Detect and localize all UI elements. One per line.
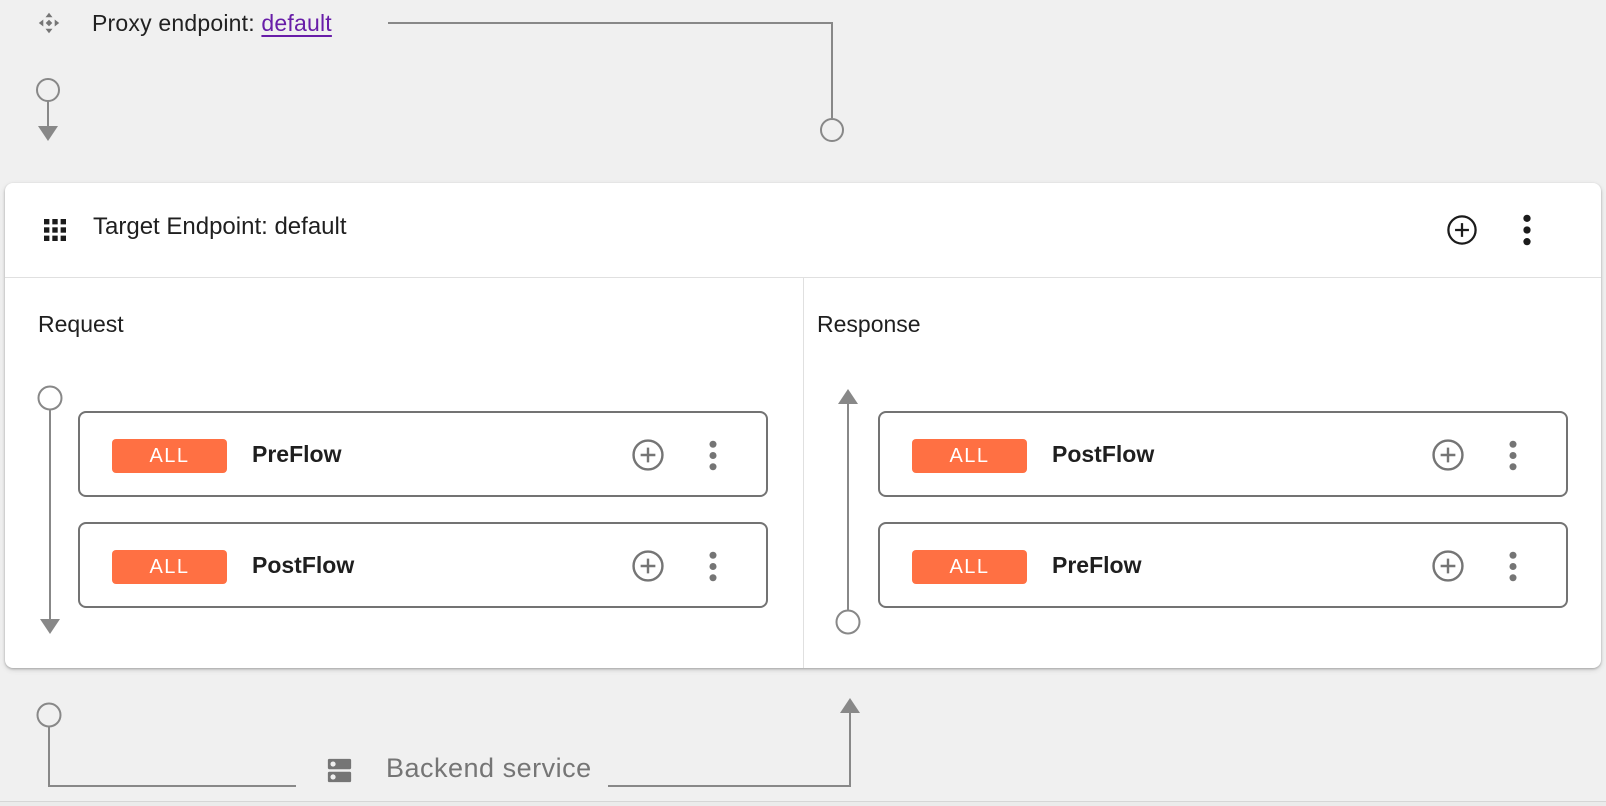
flow-name: PreFlow — [252, 441, 342, 467]
condition-badge: ALL — [912, 439, 1027, 473]
flow-card-response-preflow[interactable]: ALL PreFlow — [878, 522, 1568, 608]
flow-card-response-postflow[interactable]: ALL PostFlow — [878, 411, 1568, 497]
target-endpoint-panel: Target Endpoint: default Request Respons… — [5, 183, 1601, 668]
backend-service-icon — [327, 758, 352, 783]
flow-menu-button[interactable] — [1507, 440, 1519, 471]
proxy-endpoint-icon — [38, 12, 60, 34]
request-response-divider — [803, 277, 804, 668]
add-policy-button[interactable] — [631, 549, 665, 583]
add-flow-button[interactable] — [1446, 214, 1478, 246]
proxy-endpoint-default-link[interactable]: default — [261, 10, 332, 36]
bottom-divider — [0, 801, 1606, 802]
request-column-label: Request — [38, 311, 124, 337]
target-endpoint-title: Target Endpoint: default — [93, 213, 347, 240]
response-column-label: Response — [817, 311, 921, 337]
connector-proxy-request-out — [36, 78, 60, 141]
proxy-endpoint-label-row: Proxy endpoint: default — [92, 10, 332, 37]
flow-name: PostFlow — [1052, 441, 1155, 467]
below-strip — [0, 802, 1606, 806]
flow-card-request-postflow[interactable]: ALL PostFlow — [78, 522, 768, 608]
add-policy-button[interactable] — [1431, 438, 1465, 472]
flow-menu-button[interactable] — [707, 551, 719, 582]
connector-proxy-to-target — [388, 22, 844, 142]
flow-name: PreFlow — [1052, 552, 1142, 578]
connector-target-to-backend — [36, 702, 296, 787]
backend-service-label: Backend service — [386, 753, 592, 783]
condition-badge: ALL — [112, 439, 227, 473]
add-policy-button[interactable] — [631, 438, 665, 472]
flow-name: PostFlow — [252, 552, 355, 578]
condition-badge: ALL — [112, 550, 227, 584]
target-endpoint-header: Target Endpoint: default — [5, 183, 1601, 278]
flow-card-request-preflow[interactable]: ALL PreFlow — [78, 411, 768, 497]
flow-menu-button[interactable] — [1507, 551, 1519, 582]
condition-badge: ALL — [912, 550, 1027, 584]
flow-menu-button[interactable] — [707, 440, 719, 471]
proxy-endpoint-label: Proxy endpoint: — [92, 10, 262, 36]
drag-grid-icon[interactable] — [44, 219, 66, 241]
endpoint-menu-button[interactable] — [1521, 214, 1533, 246]
add-policy-button[interactable] — [1431, 549, 1465, 583]
connector-backend-to-response — [608, 698, 860, 787]
